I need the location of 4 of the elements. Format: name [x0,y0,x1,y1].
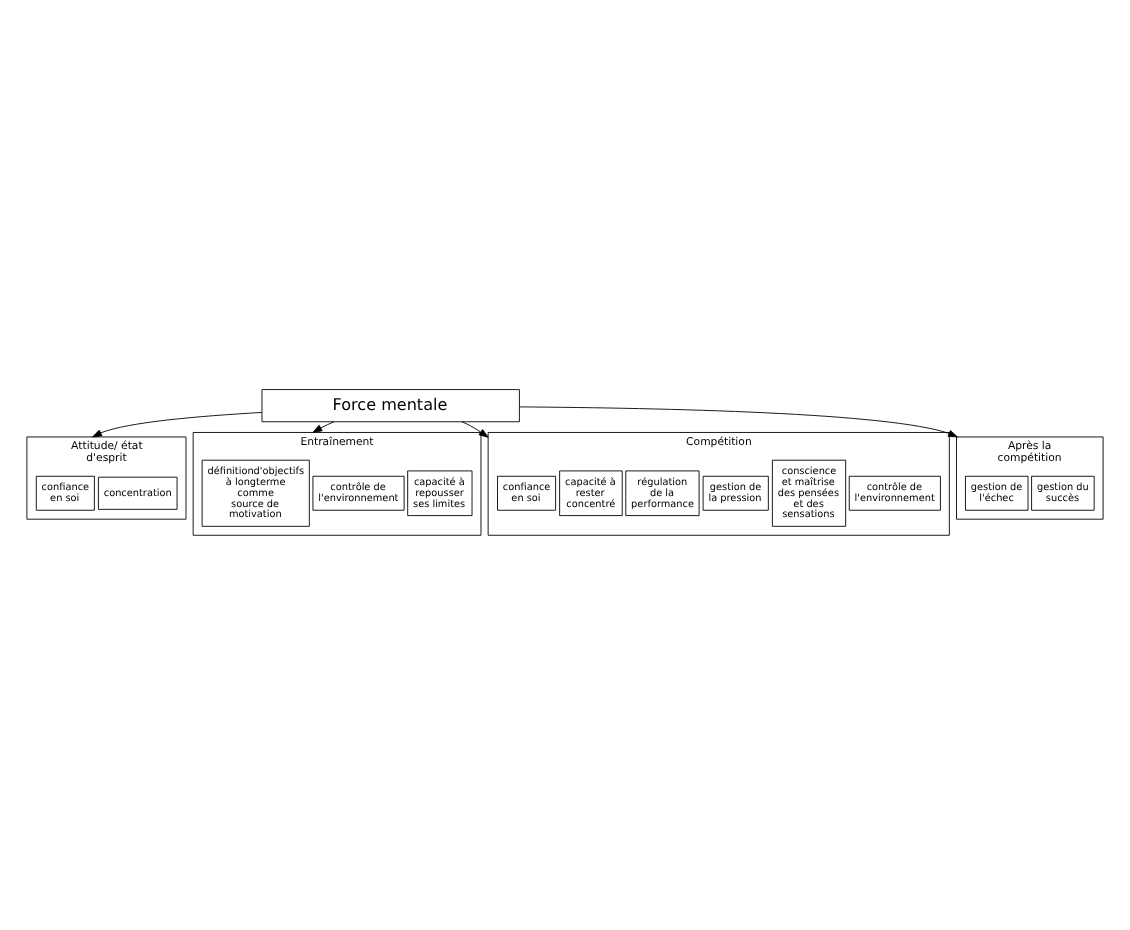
arrow [312,420,335,432]
arrow [461,420,489,437]
arrow [92,411,263,437]
arrow [519,405,958,437]
